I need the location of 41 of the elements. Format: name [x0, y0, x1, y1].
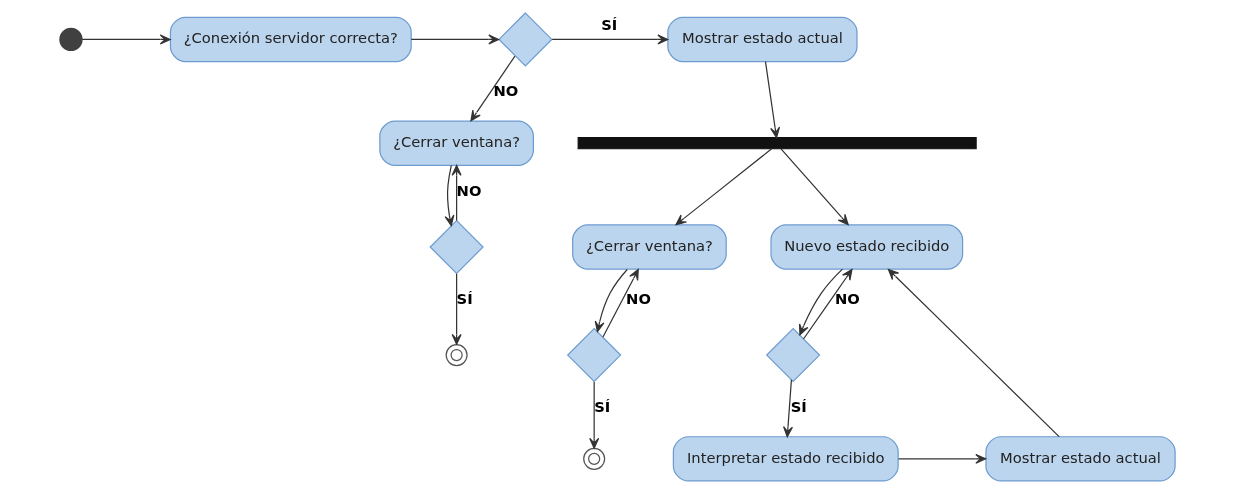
arrow [764, 61, 780, 139]
node-diamond [428, 219, 484, 275]
node-box: Mostrar estado actual [984, 436, 1176, 482]
edge-label: NO [834, 289, 860, 307]
arrow [601, 269, 639, 338]
edge-label: SÍ [790, 397, 807, 415]
node-circle [58, 27, 83, 52]
node-box: ¿Cerrar ventana? [571, 224, 727, 270]
arrow [451, 164, 462, 222]
edge-label: SÍ [456, 289, 473, 307]
edge-label: NO [456, 181, 481, 199]
edge-label: SÍ [593, 397, 610, 415]
arrow [798, 268, 843, 336]
arrow [897, 453, 986, 464]
node-bullseye [582, 447, 605, 470]
arrow [782, 379, 793, 438]
node-bullseye [445, 344, 468, 367]
edge-label: NO [492, 82, 518, 100]
edge-label: NO [625, 289, 651, 307]
arrow [802, 269, 853, 340]
node-box: Nuevo estado recibido [769, 224, 963, 270]
node-box: Interpretar estado recibido [672, 436, 899, 482]
node-diamond [566, 327, 621, 383]
arrow [674, 148, 772, 226]
arrow [779, 148, 849, 226]
arrow [594, 268, 628, 333]
arrow [588, 381, 599, 449]
node-box: ¿Cerrar ventana? [378, 120, 534, 166]
arrow [81, 34, 171, 45]
arrow [887, 268, 1060, 438]
node-box: Mostrar estado actual [666, 16, 858, 63]
node-diamond [497, 12, 553, 67]
arrow [551, 34, 668, 45]
node-bar [577, 137, 977, 150]
node-box: ¿Conexión servidor correcta? [169, 16, 412, 63]
edge-label: SÍ [600, 16, 617, 34]
arrow [469, 55, 516, 122]
node-diamond [765, 327, 820, 383]
arrow [451, 273, 462, 345]
arrow [444, 164, 454, 227]
arrow [410, 34, 499, 45]
